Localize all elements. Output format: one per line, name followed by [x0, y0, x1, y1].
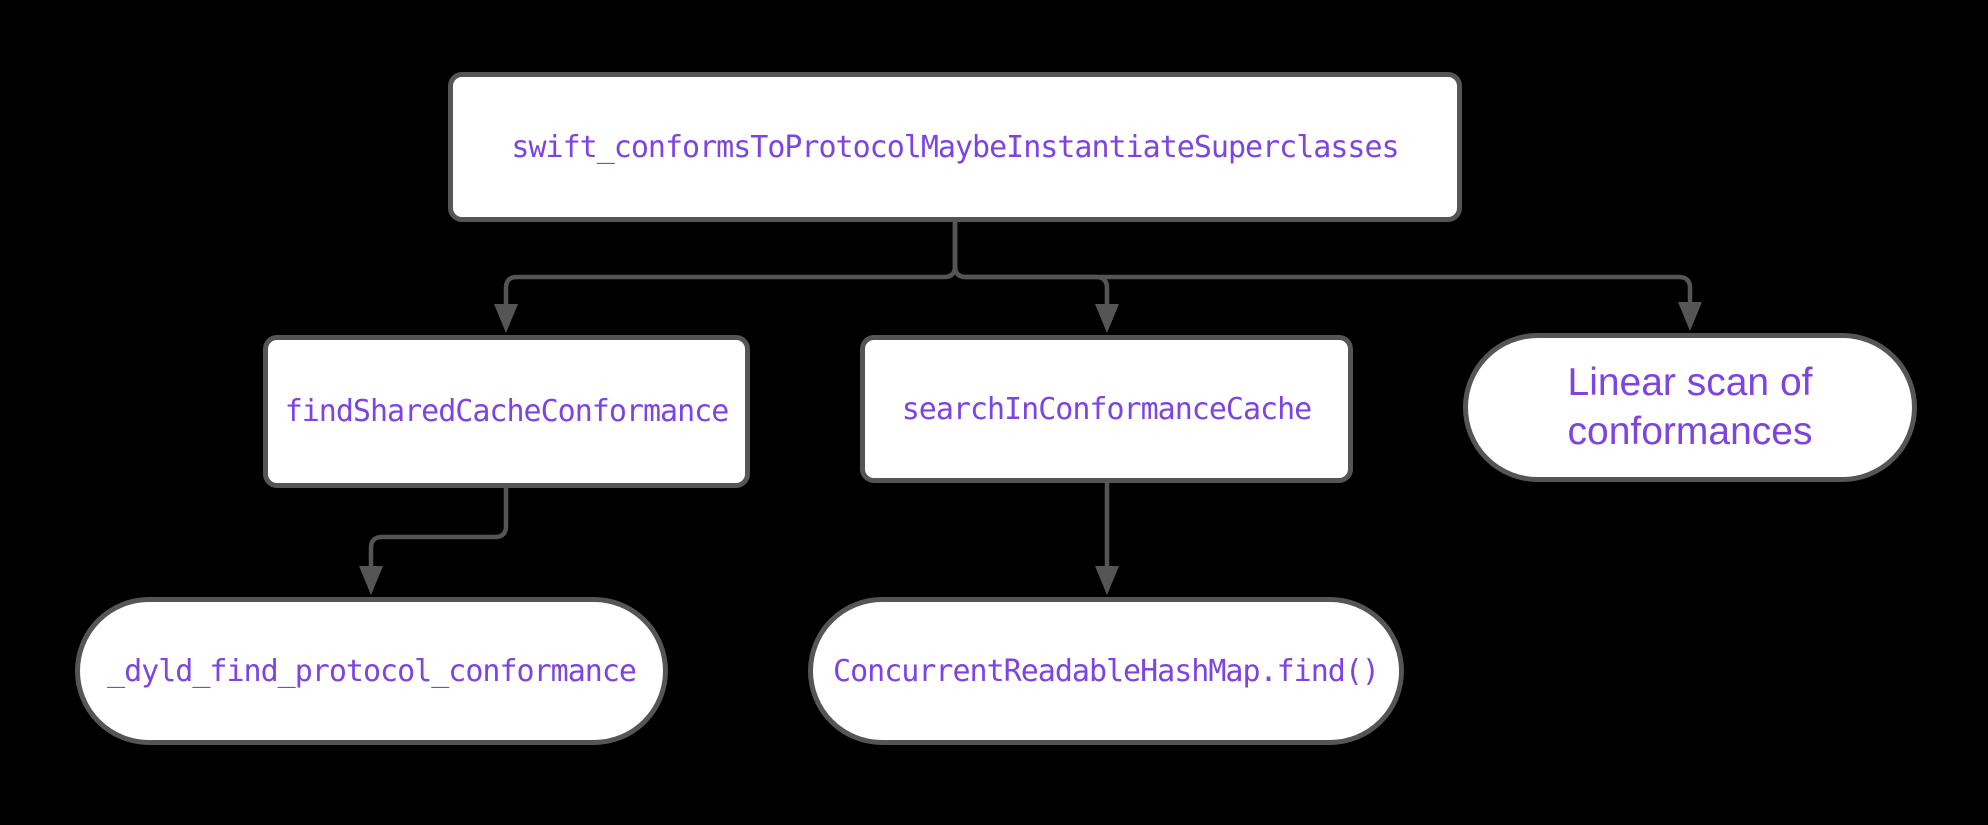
edge-root-to-search-cache: [952, 222, 1110, 320]
node-linear-scan-of-conformances: Linear scan of conformances: [1463, 333, 1917, 482]
edge-root-to-find-shared: [503, 222, 958, 320]
arrowhead-root-to-linear-scan: [1678, 302, 1702, 331]
arrowhead-search-cache-to-hashmap-find: [1095, 566, 1119, 595]
node-label: swift_conformsToProtocolMaybeInstantiate…: [511, 129, 1399, 165]
arrowhead-find-shared-to-dyld-find: [359, 566, 383, 595]
arrowhead-root-to-find-shared: [494, 304, 518, 333]
node-swift-conforms-to-protocol: swift_conformsToProtocolMaybeInstantiate…: [448, 72, 1462, 222]
node-label: Linear scan of conformances: [1567, 360, 1813, 453]
node-label: findSharedCacheConformance: [284, 394, 730, 429]
node-label: ConcurrentReadableHashMap.find(): [833, 653, 1380, 689]
edge-root-to-linear-scan: [952, 222, 1693, 318]
node-concurrent-readable-hashmap-find: ConcurrentReadableHashMap.find(): [808, 597, 1404, 745]
node-dyld-find-protocol-conformance: _dyld_find_protocol_conformance: [75, 597, 668, 745]
arrowhead-root-to-search-cache: [1095, 304, 1119, 333]
node-label: searchInConformanceCache: [901, 391, 1312, 427]
node-search-in-conformance-cache: searchInConformanceCache: [860, 335, 1353, 483]
edge-find-shared-to-dyld-find: [368, 488, 509, 580]
node-label: _dyld_find_protocol_conformance: [107, 653, 637, 689]
node-find-shared-cache-conformance: findSharedCacheConformance: [263, 335, 750, 488]
